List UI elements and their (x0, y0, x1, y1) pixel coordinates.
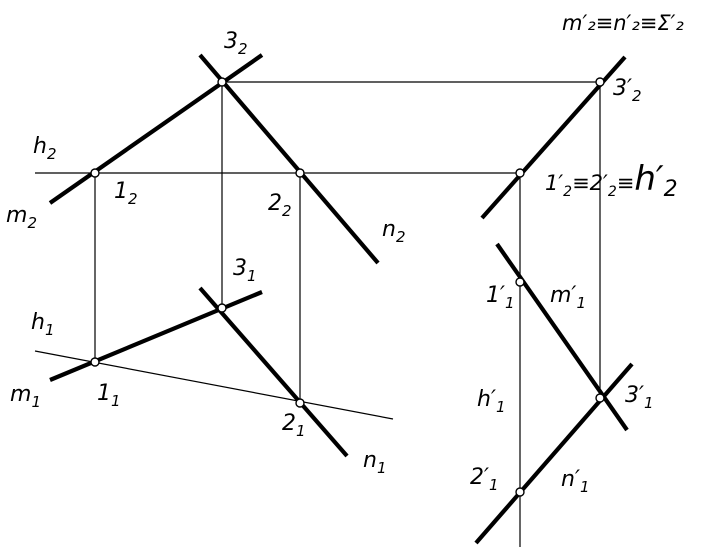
m-prime-1-line (495, 242, 629, 432)
label-n-prime-1: n′1 (561, 467, 590, 496)
label-point-2-prime-1: 2′1 (470, 465, 499, 494)
point-2-2 (295, 168, 305, 178)
point-3-1 (217, 303, 227, 313)
n1-line (198, 286, 349, 458)
label-n-2: n2 (382, 217, 406, 246)
point-1-prime-2-coincident (515, 168, 525, 178)
m2-line (48, 53, 264, 205)
label-n-1: n1 (363, 448, 387, 477)
point-3-2 (217, 77, 227, 87)
label-h-1: h1 (31, 310, 55, 339)
label-point-3-prime-2: 3′2 (613, 76, 642, 105)
label-point-2-2: 22 (268, 191, 292, 220)
label-point-3-2: 32 (224, 29, 248, 58)
label-m-2: m2 (6, 203, 37, 232)
label-m-1: m1 (10, 382, 41, 411)
n2-line (198, 53, 380, 265)
point-2-1 (295, 398, 305, 408)
label-point-1-1: 11 (97, 381, 121, 410)
point-2-prime-1 (515, 487, 525, 497)
label-sigma-prime-2-line: m′₂≡n′₂≡Σ′₂ (562, 11, 684, 35)
label-h-2: h2 (33, 134, 57, 163)
label-point-2-1: 21 (282, 411, 306, 440)
point-3-prime-2 (595, 77, 605, 87)
h1-line (34, 350, 394, 420)
m1-line (49, 290, 263, 382)
point-1-prime-1 (515, 277, 525, 287)
label-point-1-prime-1: 1′1 (486, 283, 515, 312)
point-1-1 (90, 357, 100, 367)
label-h-prime-1: h′1 (477, 387, 506, 416)
label-coincident-1-2-h: 1′2≡2′2≡h′2 (545, 159, 678, 202)
point-3-prime-1 (595, 393, 605, 403)
n-prime-1-line (474, 362, 634, 545)
label-point-3-1: 31 (233, 256, 257, 285)
point-1-2 (90, 168, 100, 178)
label-point-1-2: 12 (114, 179, 138, 208)
label-m-prime-1: m′1 (550, 283, 586, 312)
label-point-3-prime-1: 3′1 (625, 383, 654, 412)
